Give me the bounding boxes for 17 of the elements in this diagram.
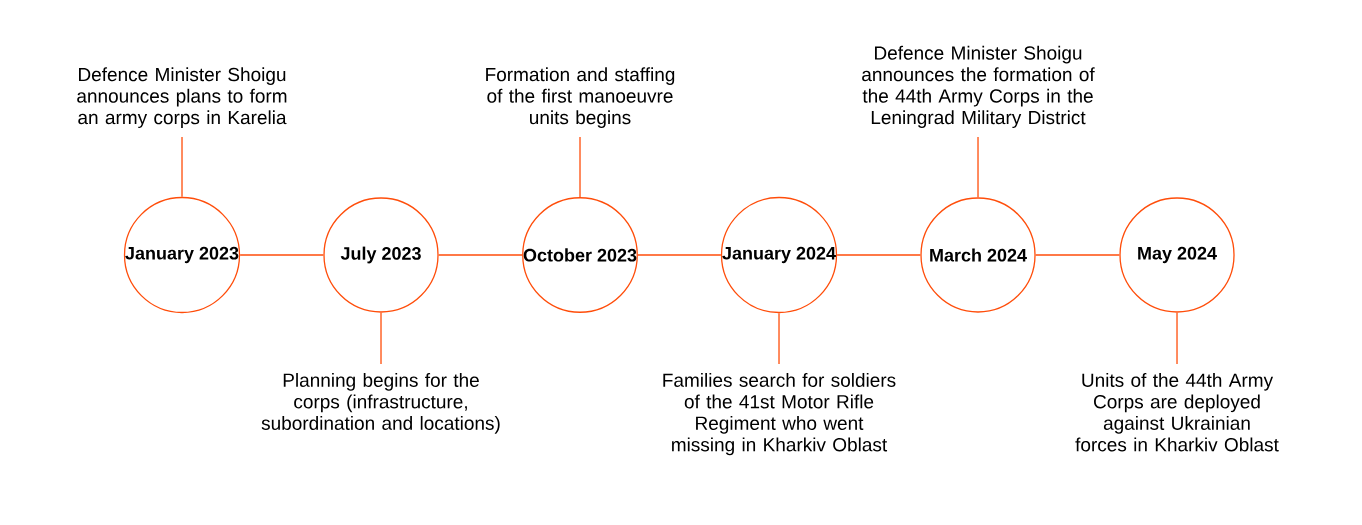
leader-line bbox=[181, 136, 183, 198]
event-text: Defence Minister Shoigu announces plans to form an army corps in Karelia bbox=[77, 67, 287, 128]
leader-line bbox=[778, 312, 780, 365]
event-text: Defence Minister Shoigu announces the formation of the 44th Army Corps in the Leningrad Military District bbox=[862, 45, 1095, 128]
timeline-line bbox=[637, 254, 722, 256]
timeline-line bbox=[438, 254, 523, 256]
leader-line bbox=[579, 136, 581, 198]
event-text: Units of the 44th Army Corps are deployed against Ukrainian forces in Kharkiv Oblast bbox=[1075, 373, 1279, 452]
leader-line bbox=[977, 136, 979, 198]
timeline-line bbox=[239, 254, 324, 256]
event-text: Families search for soldiers of the 41st Motor Rifle Regiment who went missing in Kharkiv Oblast bbox=[663, 373, 896, 456]
timeline-line bbox=[836, 254, 921, 256]
event-text: Formation and staffing of the first manoeuvre units begins bbox=[486, 67, 675, 128]
timeline-line bbox=[1035, 254, 1120, 256]
leader-line bbox=[1176, 312, 1178, 365]
event-text: Planning begins for the corps (infrastructure, subordination and locations) bbox=[261, 373, 500, 434]
leader-line bbox=[380, 312, 382, 365]
